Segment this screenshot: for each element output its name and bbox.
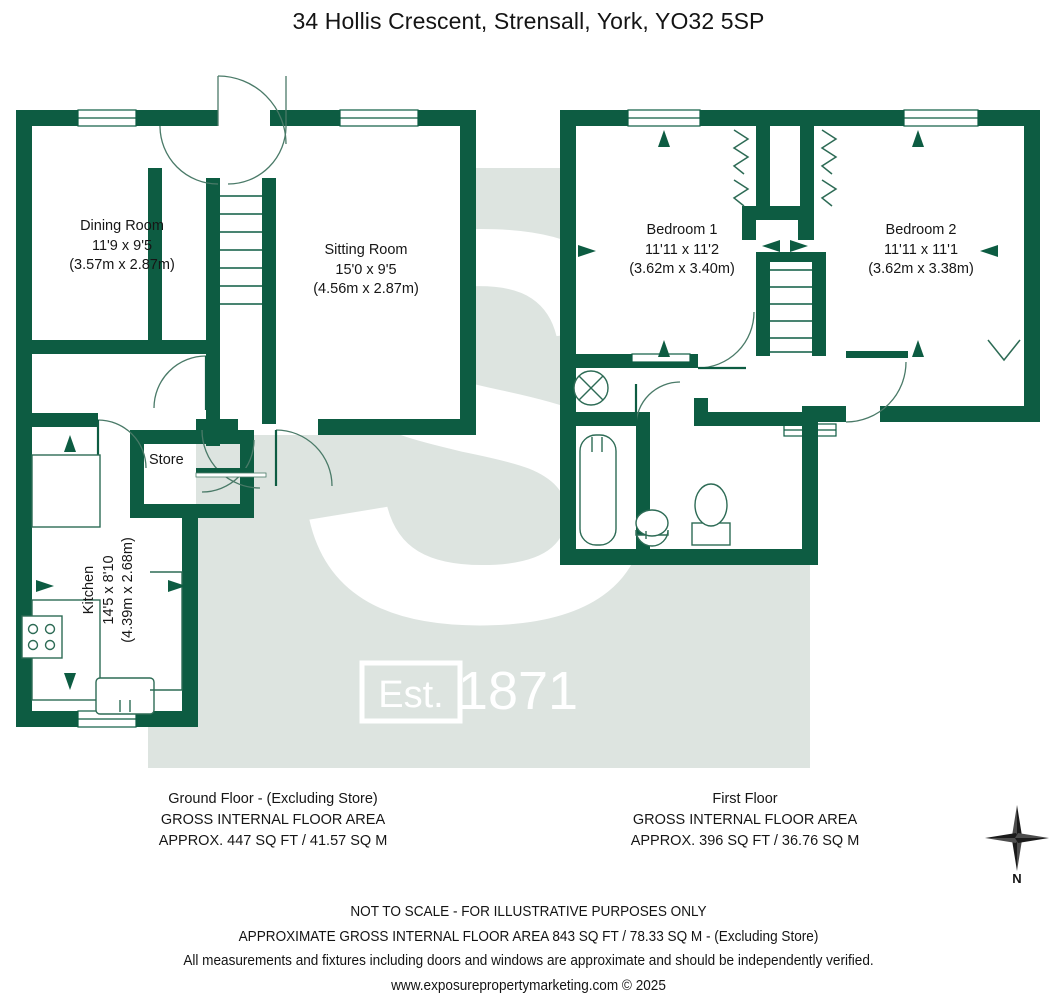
room-label-store: Store	[149, 452, 184, 468]
first-floor-caption: First Floor GROSS INTERNAL FLOOR AREA AP…	[580, 789, 910, 852]
caption-line-1: Ground Floor - (Excluding Store)	[88, 789, 458, 810]
caption-line-3: APPROX. 447 SQ FT / 41.57 SQ M	[88, 831, 458, 852]
room-dimensions-metric: (4.39m x 2.68m)	[119, 505, 139, 675]
room-dimensions-imperial: 14'5 x 8'10	[100, 505, 120, 675]
disclaimer-line-1: NOT TO SCALE - FOR ILLUSTRATIVE PURPOSES…	[37, 900, 1020, 925]
caption-line-1: First Floor	[580, 789, 910, 810]
compass-north-label: N	[983, 871, 1051, 886]
caption-line-2: GROSS INTERNAL FLOOR AREA	[580, 810, 910, 831]
svg-text:Est.: Est.	[378, 674, 443, 716]
svg-text:1871: 1871	[458, 661, 578, 721]
caption-line-3: APPROX. 396 SQ FT / 36.76 SQ M	[580, 831, 910, 852]
room-label-kitchen: Kitchen 14'5 x 8'10 (4.39m x 2.68m)	[80, 505, 139, 675]
disclaimer-block: NOT TO SCALE - FOR ILLUSTRATIVE PURPOSES…	[0, 900, 1057, 998]
caption-line-2: GROSS INTERNAL FLOOR AREA	[88, 810, 458, 831]
compass-rose: N	[983, 803, 1051, 893]
disclaimer-line-2: APPROXIMATE GROSS INTERNAL FLOOR AREA 84…	[37, 925, 1020, 950]
room-name: Kitchen	[80, 505, 100, 675]
first-floor-plan	[560, 110, 1040, 565]
disclaimer-line-3: All measurements and fixtures including …	[37, 949, 1020, 974]
ground-floor-caption: Ground Floor - (Excluding Store) GROSS I…	[88, 789, 458, 852]
disclaimer-line-4: www.exposurepropertymarketing.com © 2025	[37, 974, 1020, 998]
